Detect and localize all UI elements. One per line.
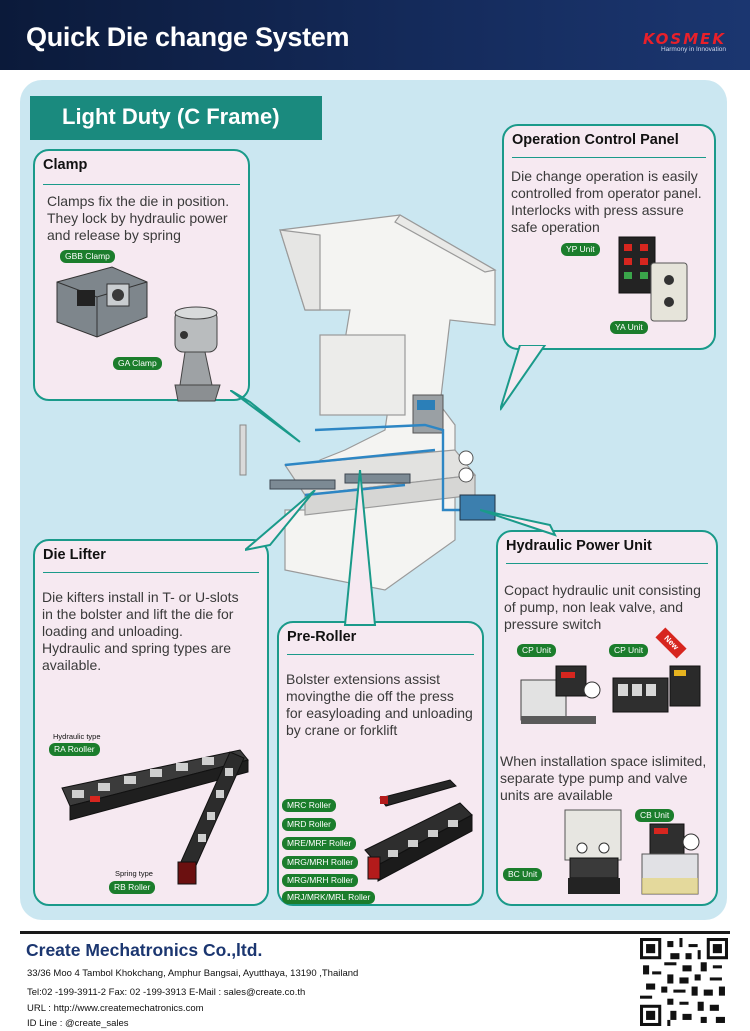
cp-unit-image bbox=[520, 665, 601, 724]
company-url[interactable]: URL : http://www.createmechatronics.com bbox=[27, 1003, 204, 1014]
hydraulic-unit-title: Hydraulic Power Unit bbox=[506, 538, 652, 554]
operation-text-line: safe operation bbox=[511, 219, 600, 235]
clamp-divider bbox=[43, 184, 240, 185]
gbb-clamp-badge: GBB Clamp bbox=[60, 250, 115, 263]
pre-roller-text-line: movingthe die off the press bbox=[286, 688, 454, 704]
logo-wordmark: KOSMEK bbox=[642, 30, 726, 48]
mrg-mrh-roller-badge-2: MRG/MRH Roller bbox=[282, 874, 359, 887]
rb-roller-image bbox=[177, 751, 245, 885]
pre-roller-text: Bolster extensions assist movingthe die … bbox=[286, 671, 473, 739]
operation-text-line: Interlocks with press assure bbox=[511, 202, 684, 218]
clamp-text-line: and release by spring bbox=[47, 227, 181, 243]
ra-roller-image bbox=[61, 749, 249, 821]
pre-roller-callout-pointer bbox=[343, 470, 377, 626]
hydraulic-text-line: Copact hydraulic unit consisting bbox=[504, 582, 701, 598]
bc-unit-badge: BC Unit bbox=[503, 868, 543, 881]
die-lifter-text-line: Hydraulic and spring types are bbox=[42, 640, 232, 656]
spring-type-label: Spring type bbox=[115, 869, 153, 878]
die-lifter-title: Die Lifter bbox=[43, 547, 106, 563]
mrg-mrh-roller-badge: MRG/MRH Roller bbox=[282, 856, 359, 869]
pre-roller-title: Pre-Roller bbox=[287, 629, 357, 645]
press-machine-illustration bbox=[239, 214, 497, 591]
die-lifter-text: Die kifters install in T- or U-slots in … bbox=[42, 589, 239, 674]
mrj-mrk-mrl-roller-badge: MRJ/MRK/MRL Roller bbox=[282, 891, 376, 904]
page-title: Quick Die change System bbox=[26, 22, 350, 52]
operation-callout-pointer bbox=[500, 345, 547, 411]
page-header: Quick Die change System KOSMEK Harmony i… bbox=[0, 0, 750, 70]
qr-code-image[interactable] bbox=[640, 938, 728, 1026]
cp-unit-badge: CP Unit bbox=[517, 644, 557, 657]
die-lifter-divider bbox=[43, 572, 259, 573]
cb-unit-badge: CB Unit bbox=[635, 809, 675, 822]
clamp-text-line: They lock by hydraulic power bbox=[47, 210, 228, 226]
die-lifter-callout-pointer bbox=[245, 490, 316, 552]
mrd-roller-badge: MRD Roller bbox=[282, 818, 336, 831]
operation-text-line: Die change operation is easily bbox=[511, 168, 698, 184]
kosmek-logo: KOSMEK Harmony in Innovation bbox=[643, 30, 726, 53]
hydraulic-text2-line: separate type pump and valve bbox=[500, 770, 688, 786]
bc-unit-image bbox=[564, 809, 622, 894]
pre-roller-divider bbox=[287, 654, 474, 655]
ga-clamp-image bbox=[174, 306, 221, 402]
pre-roller-card: Pre-Roller Bolster extensions assist mov… bbox=[277, 621, 484, 906]
operation-panel-divider bbox=[512, 157, 706, 158]
hydraulic-text-line: pressure switch bbox=[504, 616, 602, 632]
hydraulic-unit-text: Copact hydraulic unit consisting of pump… bbox=[504, 582, 701, 633]
die-lifter-text-line: Die kifters install in T- or U-slots bbox=[42, 589, 239, 605]
clamp-text: Clamps fix the die in position. They loc… bbox=[47, 193, 229, 244]
company-line-id: ID Line : @create_sales bbox=[27, 1018, 129, 1029]
pre-roller-text-line: Bolster extensions assist bbox=[286, 671, 441, 687]
clamp-callout-pointer bbox=[230, 390, 301, 443]
footer-divider bbox=[20, 931, 730, 934]
operation-text-line: controlled from operator panel. bbox=[511, 185, 702, 201]
gbb-clamp-image bbox=[56, 266, 148, 338]
cb-unit-image bbox=[641, 823, 700, 895]
cp-unit-new-image bbox=[612, 665, 701, 713]
pre-roller-large-image bbox=[364, 802, 473, 882]
ra-roller-badge: RA Rooller bbox=[49, 743, 100, 756]
section-title-bar: Light Duty (C Frame) bbox=[30, 96, 322, 140]
ya-unit-image bbox=[650, 262, 688, 322]
hydraulic-unit-text-2: When installation space islimited, separ… bbox=[500, 753, 706, 804]
pre-roller-small-image bbox=[379, 779, 457, 807]
company-contact: Tel:02 -199-3911-2 Fax: 02 -199-3913 E-M… bbox=[27, 987, 306, 998]
operation-panel-card: Operation Control Panel Die change opera… bbox=[502, 124, 716, 350]
hydraulic-text2-line: units are available bbox=[500, 787, 613, 803]
cp-unit-badge-2: CP Unit bbox=[609, 644, 649, 657]
die-lifter-text-line: available. bbox=[42, 657, 102, 673]
company-address: 33/36 Moo 4 Tambol Khokchang, Amphur Ban… bbox=[27, 968, 359, 979]
die-lifter-text-line: in the bolster and lift the die for bbox=[42, 606, 234, 622]
ga-clamp-badge: GA Clamp bbox=[113, 357, 162, 370]
yp-unit-image bbox=[618, 236, 656, 294]
ya-unit-badge: YA Unit bbox=[610, 321, 648, 334]
hydraulic-text2-line: When installation space islimited, bbox=[500, 753, 707, 769]
section-title: Light Duty (C Frame) bbox=[62, 104, 280, 129]
clamp-card: Clamp Clamps fix the die in position. Th… bbox=[33, 149, 250, 401]
clamp-title: Clamp bbox=[43, 157, 88, 173]
yp-unit-badge: YP Unit bbox=[561, 243, 600, 256]
hydraulic-type-label: Hydraulic type bbox=[53, 732, 101, 741]
logo-tagline: Harmony in Innovation bbox=[660, 46, 726, 53]
hydraulic-unit-divider bbox=[506, 563, 708, 564]
pre-roller-text-line: by crane or forklift bbox=[286, 722, 398, 738]
die-lifter-text-line: loading and unloading. bbox=[42, 623, 183, 639]
operation-panel-text: Die change operation is easily controlle… bbox=[511, 168, 702, 236]
hydraulic-text-line: of pump, non leak valve, and bbox=[504, 599, 684, 615]
mrc-roller-badge: MRC Roller bbox=[282, 799, 336, 812]
rb-roller-badge: RB Roller bbox=[109, 881, 156, 894]
operation-panel-title: Operation Control Panel bbox=[512, 132, 679, 148]
pre-roller-text-line: for easyloading and unloading bbox=[286, 705, 473, 721]
die-lifter-card: Die Lifter Die kifters install in T- or … bbox=[33, 539, 269, 906]
company-name: Create Mechatronics Co.,ltd. bbox=[26, 940, 263, 960]
mre-mrf-roller-badge: MRE/MRF Roller bbox=[282, 837, 357, 850]
clamp-text-line: Clamps fix the die in position. bbox=[47, 193, 230, 209]
hydraulic-callout-pointer bbox=[480, 509, 557, 537]
